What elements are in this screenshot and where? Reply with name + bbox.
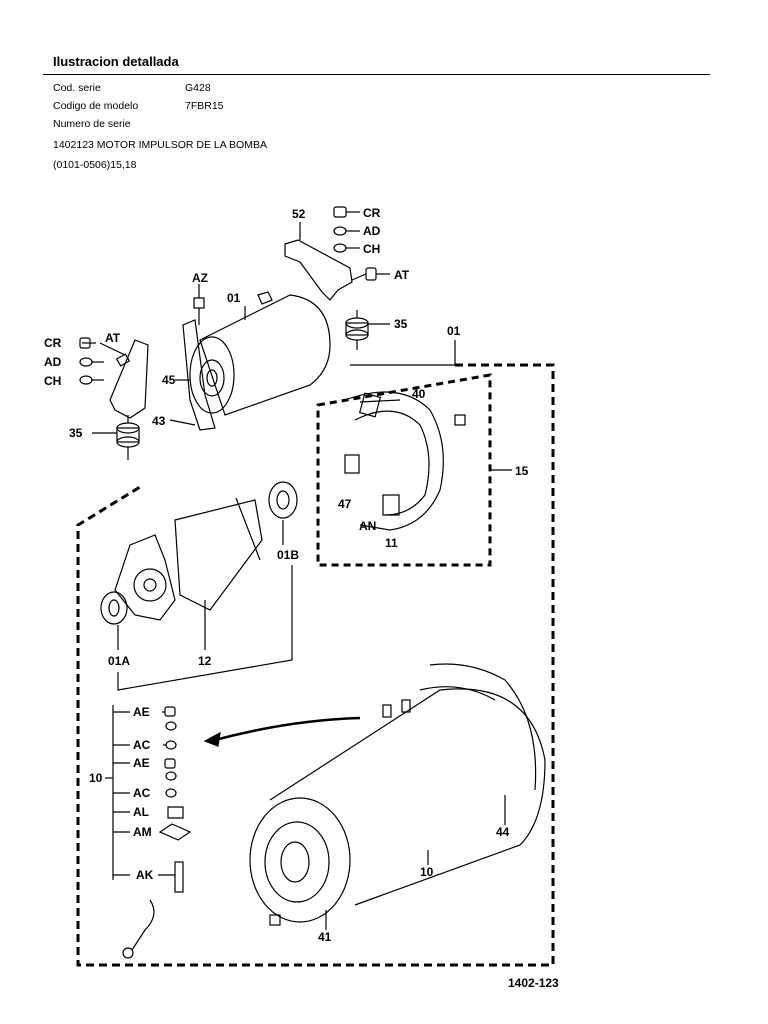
label-ak: AK	[136, 868, 154, 882]
label-01a: 01A	[108, 654, 130, 668]
label-an: AN	[359, 519, 376, 533]
upper-motor-assembly	[189, 291, 331, 416]
label-ad-left: AD	[44, 355, 62, 369]
washer-ch-top-icon	[333, 243, 360, 253]
armature-12	[114, 497, 263, 650]
label-45: 45	[162, 373, 176, 387]
bolt-az-icon	[193, 284, 205, 325]
rubber-mount-35-top-icon	[345, 310, 390, 350]
sub-assembly-frame-15	[316, 373, 492, 567]
label-am: AM	[133, 825, 152, 839]
serial-code-label: Cod. serie	[53, 82, 101, 94]
assembly-arrow	[214, 716, 361, 742]
label-12: 12	[198, 654, 212, 668]
brush-holder-plate	[344, 391, 466, 531]
label-at-top: AT	[394, 268, 410, 282]
rubber-mount-35-left-icon	[92, 415, 140, 460]
label-ch-top: CH	[363, 242, 380, 256]
page-title: Ilustracion detallada	[53, 54, 179, 69]
serial-number-label: Numero de serie	[53, 118, 131, 130]
label-ac-1: AC	[133, 738, 151, 752]
label-cr-left: CR	[44, 336, 62, 350]
bracket-left	[79, 337, 149, 419]
label-az: AZ	[192, 271, 208, 285]
lower-motor-assembly	[249, 663, 546, 930]
label-47: 47	[338, 497, 352, 511]
bearing-01b-icon	[268, 481, 298, 545]
label-10-motor: 10	[420, 865, 434, 879]
label-at-left: AT	[105, 331, 121, 345]
serial-code-value: G428	[185, 82, 211, 94]
label-40: 40	[412, 387, 426, 401]
label-43: 43	[152, 414, 166, 428]
label-44: 44	[496, 825, 510, 839]
label-ad-top: AD	[363, 224, 381, 238]
cover-plate-45	[182, 319, 216, 431]
label-ae-2: AE	[133, 756, 150, 770]
figure-number: 1402-123	[508, 976, 559, 990]
label-cr-top: CR	[363, 206, 381, 220]
model-code-label: Codigo de modelo	[53, 100, 139, 112]
label-01-frame: 01	[447, 324, 461, 338]
model-range: (0101-0506)15,18	[53, 159, 137, 171]
part-description: 1402123 MOTOR IMPULSOR DE LA BOMBA	[53, 139, 267, 151]
label-ae-1: AE	[133, 705, 150, 719]
label-10-list: 10	[89, 771, 103, 785]
bracket-52	[284, 222, 353, 301]
label-52: 52	[292, 207, 306, 221]
label-15: 15	[515, 464, 529, 478]
bearing-01a-icon	[100, 591, 128, 650]
label-11: 11	[385, 536, 398, 550]
label-35-left: 35	[69, 426, 83, 440]
bolt-at-top-icon	[351, 267, 390, 281]
label-35-top: 35	[394, 317, 408, 331]
title-divider	[43, 74, 710, 75]
label-01b: 01B	[277, 548, 299, 562]
label-al: AL	[133, 805, 149, 819]
model-code-value: 7FBR15	[185, 100, 224, 112]
label-41: 41	[318, 930, 332, 944]
label-01-motor: 01	[227, 291, 241, 305]
assembly-frame	[76, 363, 555, 967]
terminal-hardware-list	[105, 705, 192, 959]
washer-ad-top-icon	[333, 226, 360, 236]
label-ac-2: AC	[133, 786, 151, 800]
label-ch-left: CH	[44, 374, 61, 388]
nut-cr-top-icon	[333, 206, 360, 218]
